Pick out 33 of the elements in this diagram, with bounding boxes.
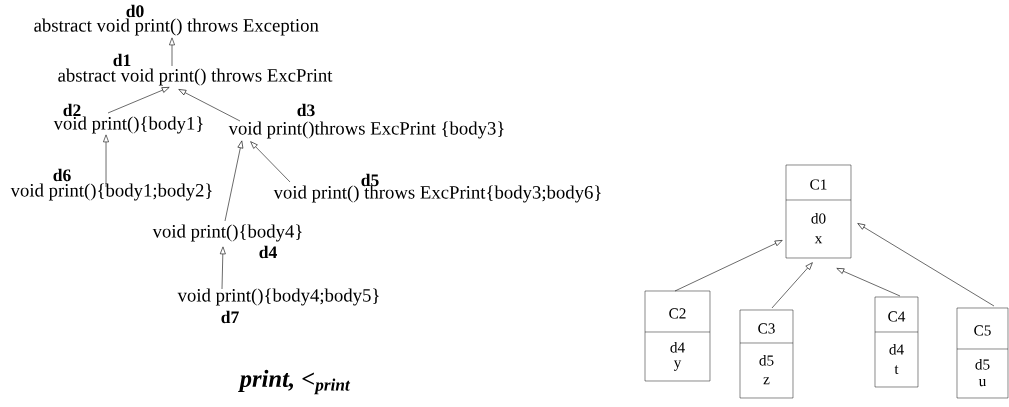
- method-text: void print() throws ExcPrint{body3;body6}: [273, 185, 601, 203]
- method-text: void print()throws ExcPrint {body3}: [228, 121, 504, 139]
- method-text: void print(){body1;body2}: [10, 183, 212, 201]
- class-box: C5 d5 u: [956, 307, 1009, 399]
- method-text: void print(){body4}: [152, 224, 302, 242]
- node-title: d4: [259, 245, 277, 259]
- node-title: d6: [53, 168, 71, 182]
- node-title: d1: [113, 53, 131, 67]
- node-title: d3: [297, 103, 315, 117]
- arrow: [107, 87, 170, 114]
- arrow: [169, 37, 175, 67]
- node-title: d2: [63, 103, 81, 117]
- node-title: d0: [126, 4, 144, 18]
- class-box: C3 d5 z: [739, 309, 794, 399]
- class-box: C4 d4 t: [874, 296, 919, 388]
- arrow: [250, 141, 291, 183]
- class-box: C2 d4 y: [644, 290, 711, 382]
- arrow: [674, 240, 783, 292]
- arrow: [219, 246, 226, 290]
- arrow: [857, 223, 995, 307]
- arrow: [836, 268, 901, 297]
- arrow: [103, 134, 109, 188]
- method-text: void print(){body1}: [53, 116, 203, 134]
- caption: print, <$_{print}$: [237, 369, 351, 395]
- method-text: abstract void print() throws ExcPrint: [58, 68, 333, 86]
- class-box: C1 d0 x: [785, 164, 852, 259]
- arrow: [178, 89, 241, 122]
- method-text: abstract void print() throws Exception: [34, 18, 319, 36]
- method-text: void print(){body4;body5}: [177, 288, 379, 306]
- arrow: [224, 140, 244, 222]
- node-title: d7: [221, 310, 239, 324]
- node-title: d5: [361, 173, 379, 187]
- arrow: [771, 262, 813, 309]
